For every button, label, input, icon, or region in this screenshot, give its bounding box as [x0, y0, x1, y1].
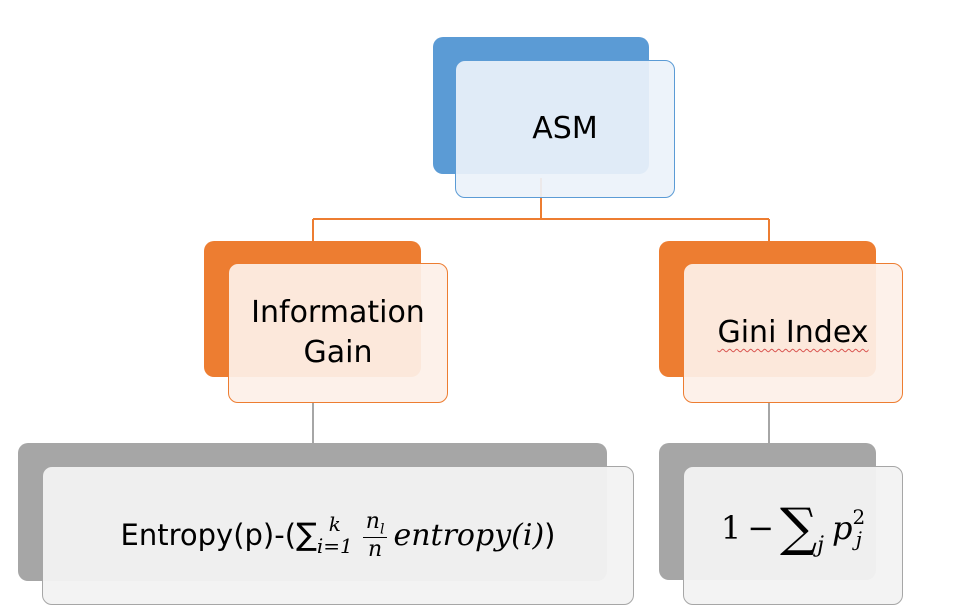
information-gain-formula-node: Entropy(p)-( ∑ k i=1 nl n entropy(i) ) — [42, 466, 634, 605]
gini-p-sup: 2 — [852, 504, 866, 529]
asm-node: ASM — [455, 60, 675, 198]
information-gain-label-line2: Gain — [303, 335, 373, 370]
gini-formula: 1 − ∑ j p 2 j — [721, 502, 865, 570]
gini-p: p — [831, 508, 853, 547]
gini-p-sub: j — [855, 526, 862, 551]
fraction-denominator: n — [368, 536, 383, 562]
gini-minus: − — [747, 508, 774, 547]
fraction: nl n — [362, 510, 388, 562]
asm-label: ASM — [532, 111, 598, 147]
gini-sum-sub: j — [817, 533, 824, 558]
gini-index-label: Gini Index — [717, 315, 869, 351]
entropy-function: entropy(i) — [393, 517, 545, 553]
information-gain-formula: Entropy(p)-( ∑ k i=1 nl n entropy(i) ) — [121, 510, 556, 561]
gini-index-node: Gini Index — [683, 263, 903, 403]
gini-formula-node: 1 − ∑ j p 2 j — [683, 466, 903, 605]
fraction-numerator: nl — [362, 510, 388, 538]
sum-lower: i=1 — [316, 534, 353, 559]
sum-upper: k — [328, 512, 341, 537]
gini-sum-symbol: ∑ — [780, 497, 818, 558]
gini-p-scripts: 2 j — [852, 506, 865, 550]
gini-one: 1 — [720, 508, 742, 547]
formula-suffix: ) — [544, 518, 556, 553]
information-gain-node: Information Gain — [228, 263, 448, 403]
sum-limits: k i=1 — [317, 514, 353, 556]
sum-symbol: ∑ — [296, 517, 317, 554]
information-gain-label-line1: Information — [251, 295, 425, 331]
formula-prefix: Entropy(p)-( — [120, 518, 297, 553]
